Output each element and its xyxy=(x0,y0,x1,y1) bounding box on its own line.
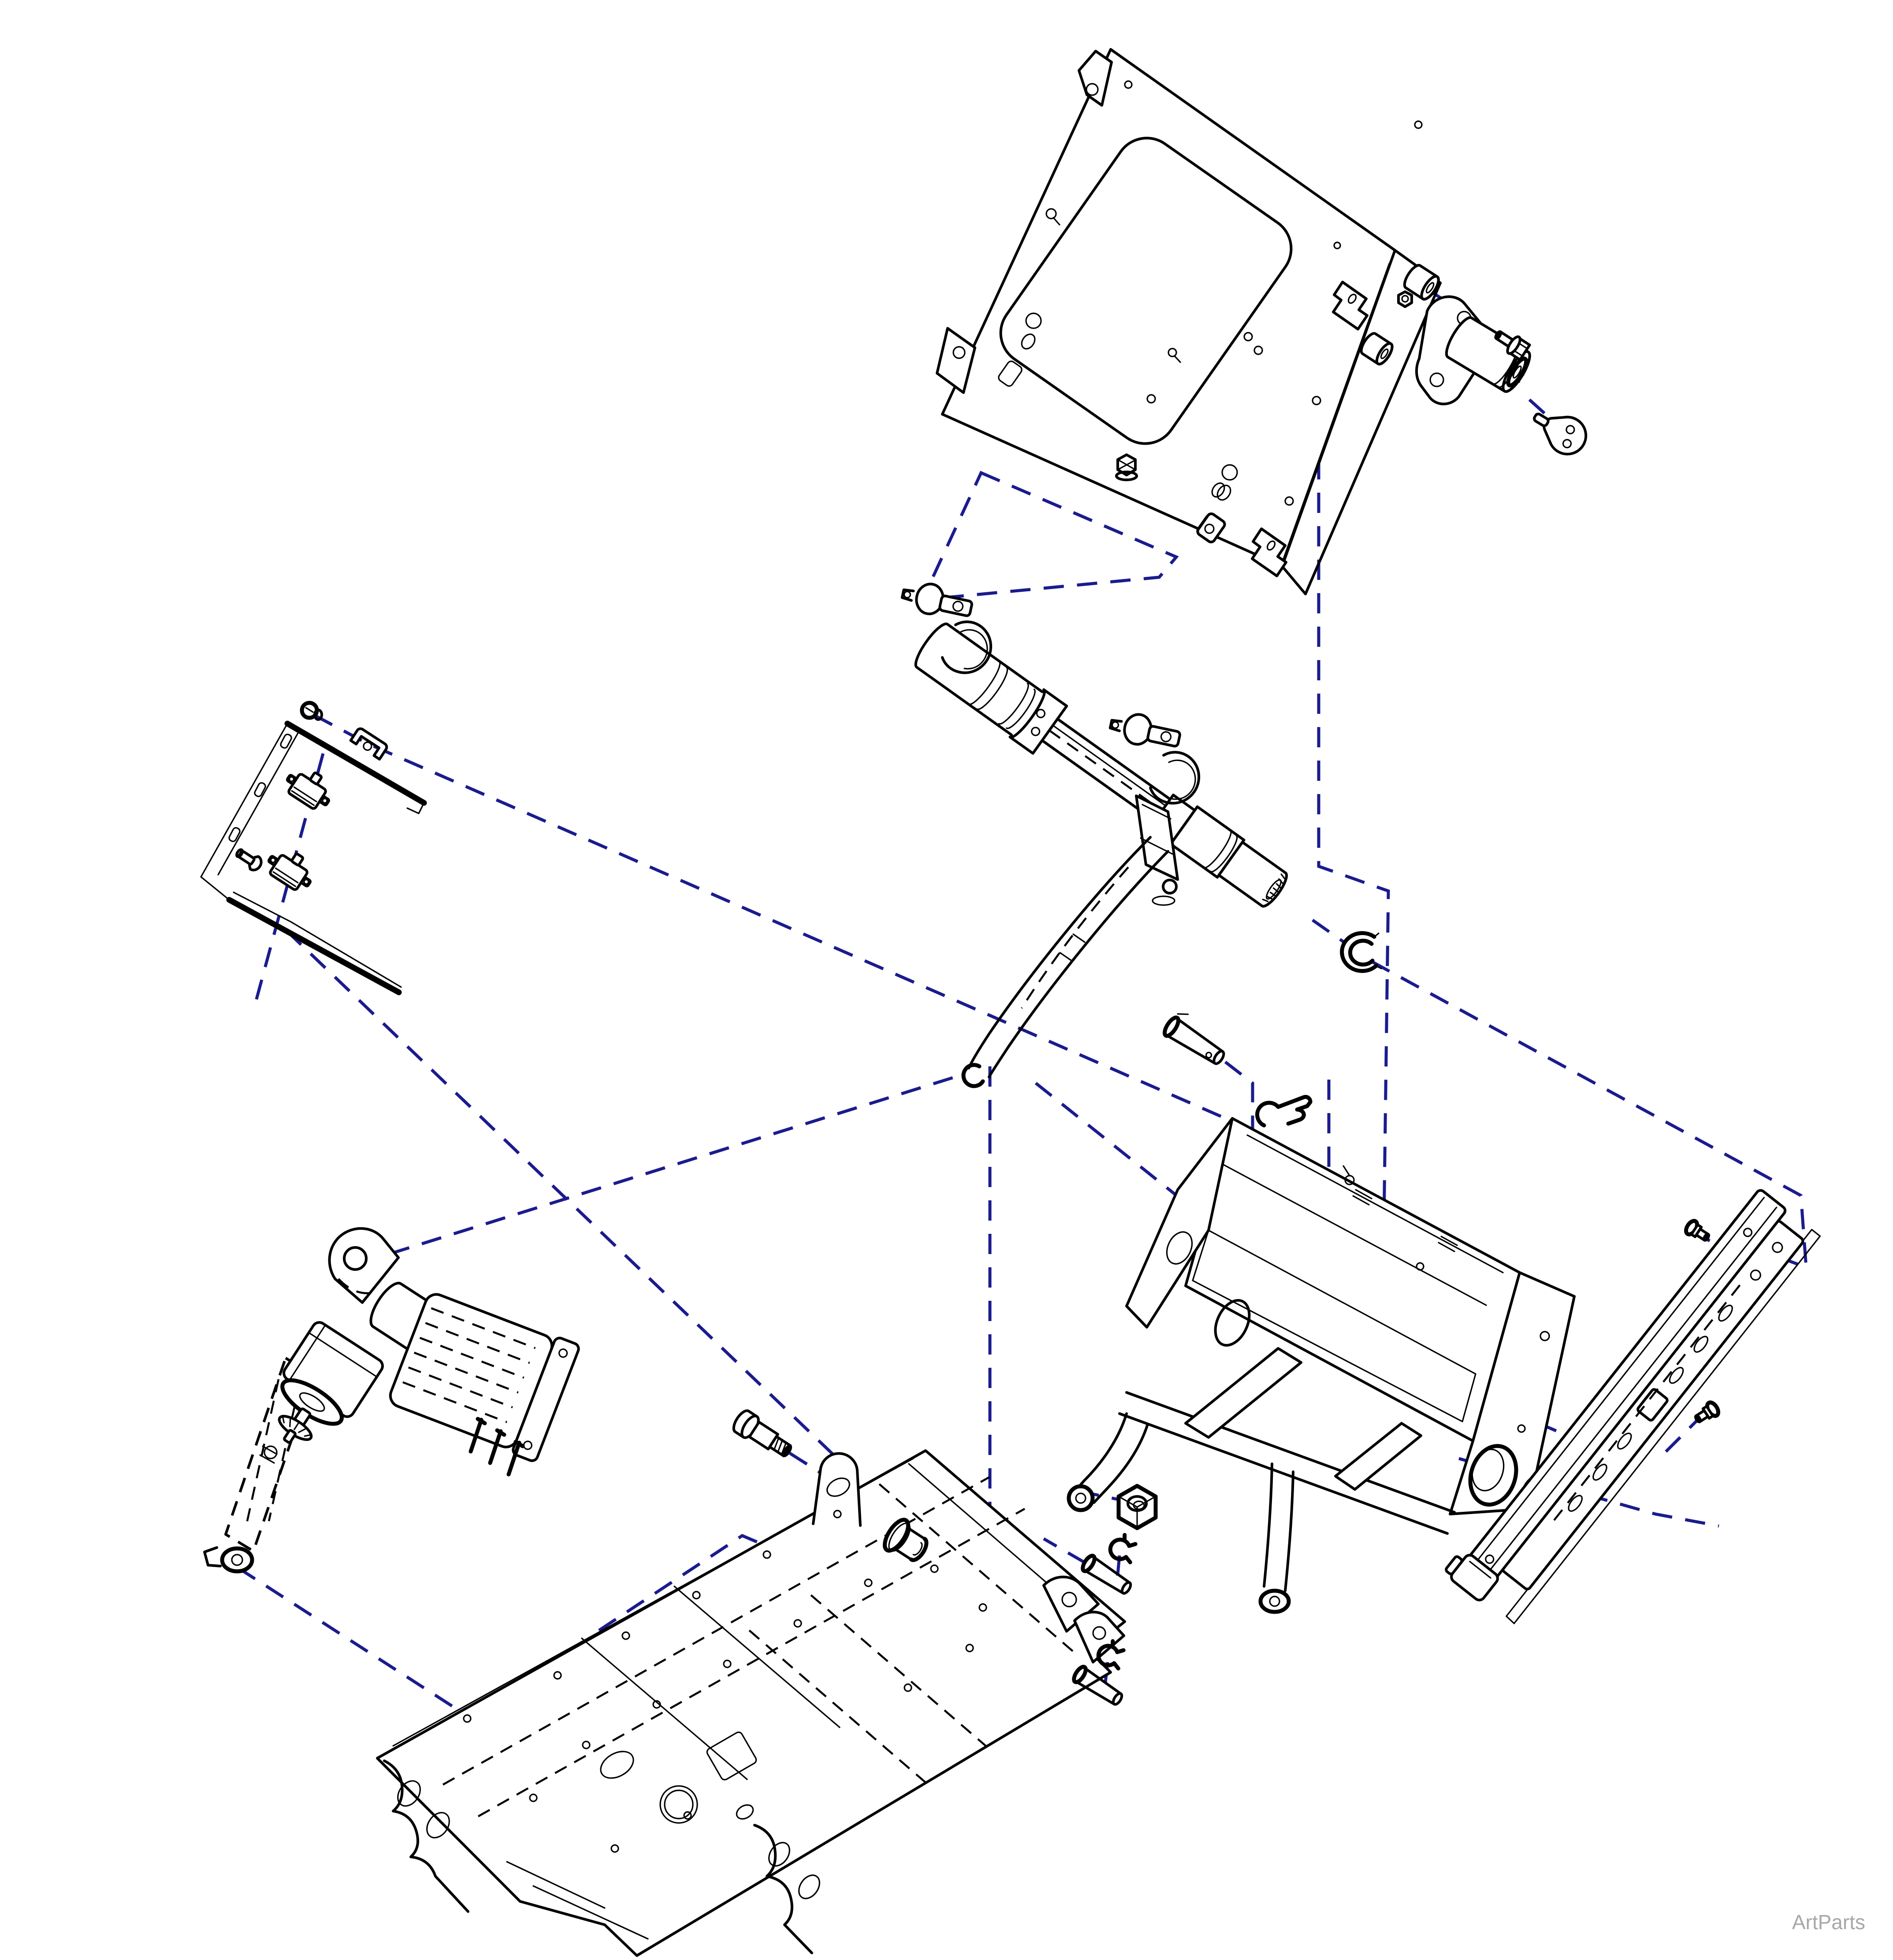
bracket-screw xyxy=(300,701,323,721)
frame-left-flange xyxy=(383,1760,469,1913)
gear-housing xyxy=(278,1321,384,1444)
rail-holes xyxy=(1485,1228,1783,1564)
actuator-clevis xyxy=(328,1227,400,1304)
bolt-keeper xyxy=(1196,482,1226,544)
seat-back-panel xyxy=(936,48,1442,595)
riser-cross-tube-end xyxy=(1214,1299,1251,1347)
e-clip-lower xyxy=(1096,1639,1126,1670)
pivot-tube xyxy=(1445,316,1531,393)
switch-mount-bracket xyxy=(200,701,427,995)
riser-brace-left xyxy=(1184,1347,1302,1439)
limit-switch-upper xyxy=(286,772,330,810)
frame-outline xyxy=(376,1449,1126,1957)
motor-terminals xyxy=(469,1417,525,1477)
riser-front-crossbar xyxy=(1118,1391,1456,1535)
spring-hook-left xyxy=(900,583,993,674)
torsion-bar-assembly xyxy=(900,583,1288,1088)
bracket-edge-bottom xyxy=(226,897,402,995)
hook-bracket-lower xyxy=(1251,527,1287,577)
torsion-main-cylinder xyxy=(914,622,1044,736)
hairpin-cotter-pin xyxy=(1255,1095,1313,1128)
external-snap-ring xyxy=(1340,931,1382,973)
riser-brace-right xyxy=(1334,1422,1422,1491)
frame-right-lugs xyxy=(1042,1575,1125,1663)
clevis-pin-upper xyxy=(1081,1554,1132,1595)
bumper-upper xyxy=(1403,264,1440,301)
lift-actuator-assembly xyxy=(203,1227,580,1574)
shoulder-bolt xyxy=(732,1409,792,1458)
clevis-pin-long xyxy=(1162,1013,1225,1065)
bracket-slots xyxy=(228,733,292,843)
torsion-hex-shaft xyxy=(1041,717,1172,822)
spline-teeth xyxy=(1261,872,1287,907)
pivot-washer-nut xyxy=(1397,290,1413,308)
frame-front-flange xyxy=(506,1824,820,1954)
motor-body xyxy=(389,1293,580,1462)
rail-screw-upper xyxy=(1684,1219,1711,1242)
frame-upright-lug xyxy=(812,1452,862,1527)
panel-bolt xyxy=(1115,453,1138,481)
motor-end-cap xyxy=(512,1336,580,1462)
riser-leg-front-left xyxy=(1067,1412,1149,1512)
hook-bracket-upper xyxy=(1332,281,1369,330)
hidden-position-outline xyxy=(920,471,1179,602)
frame-holes xyxy=(463,1510,987,1853)
shoulder-screw-small xyxy=(235,848,263,872)
pivot-bushing-assembly xyxy=(1397,290,1588,456)
bracket-edge-top xyxy=(284,720,427,806)
link-arm xyxy=(961,836,1169,1088)
clevis-pin-lower xyxy=(1072,1665,1123,1706)
hex-flange-bolt xyxy=(1494,330,1531,361)
limit-switch-lower xyxy=(267,853,312,891)
spring-hook-right xyxy=(1108,713,1201,805)
seat-slide-rail xyxy=(1445,1189,1821,1624)
rail-end-cap xyxy=(1445,1554,1499,1602)
lever-plate xyxy=(1135,794,1179,906)
torsion-collar xyxy=(1008,688,1068,755)
rail-latch-window xyxy=(1636,1388,1669,1422)
bumper-lower xyxy=(1360,332,1394,366)
panel-tab-left xyxy=(936,327,976,394)
keeper-plate xyxy=(1533,412,1588,456)
actuator-channel xyxy=(224,1357,315,1552)
flanged-bushing xyxy=(882,1518,929,1562)
hex-nut xyxy=(1116,1484,1158,1530)
panel-cutout xyxy=(999,137,1293,445)
rail-screw-lower xyxy=(1694,1400,1720,1423)
seat-riser-frame xyxy=(1067,1117,1576,1614)
riser-studs xyxy=(1343,1165,1458,1271)
riser-leg-front-right xyxy=(1258,1463,1294,1614)
e-clip-upper xyxy=(1108,1533,1138,1564)
channel-foot xyxy=(203,1546,254,1574)
riser-left-plate xyxy=(1125,1117,1234,1329)
watermark-artparts: ArtParts xyxy=(1792,1911,1865,1934)
bracket-clip xyxy=(349,727,388,761)
seat-base-frame xyxy=(376,1449,1126,1957)
